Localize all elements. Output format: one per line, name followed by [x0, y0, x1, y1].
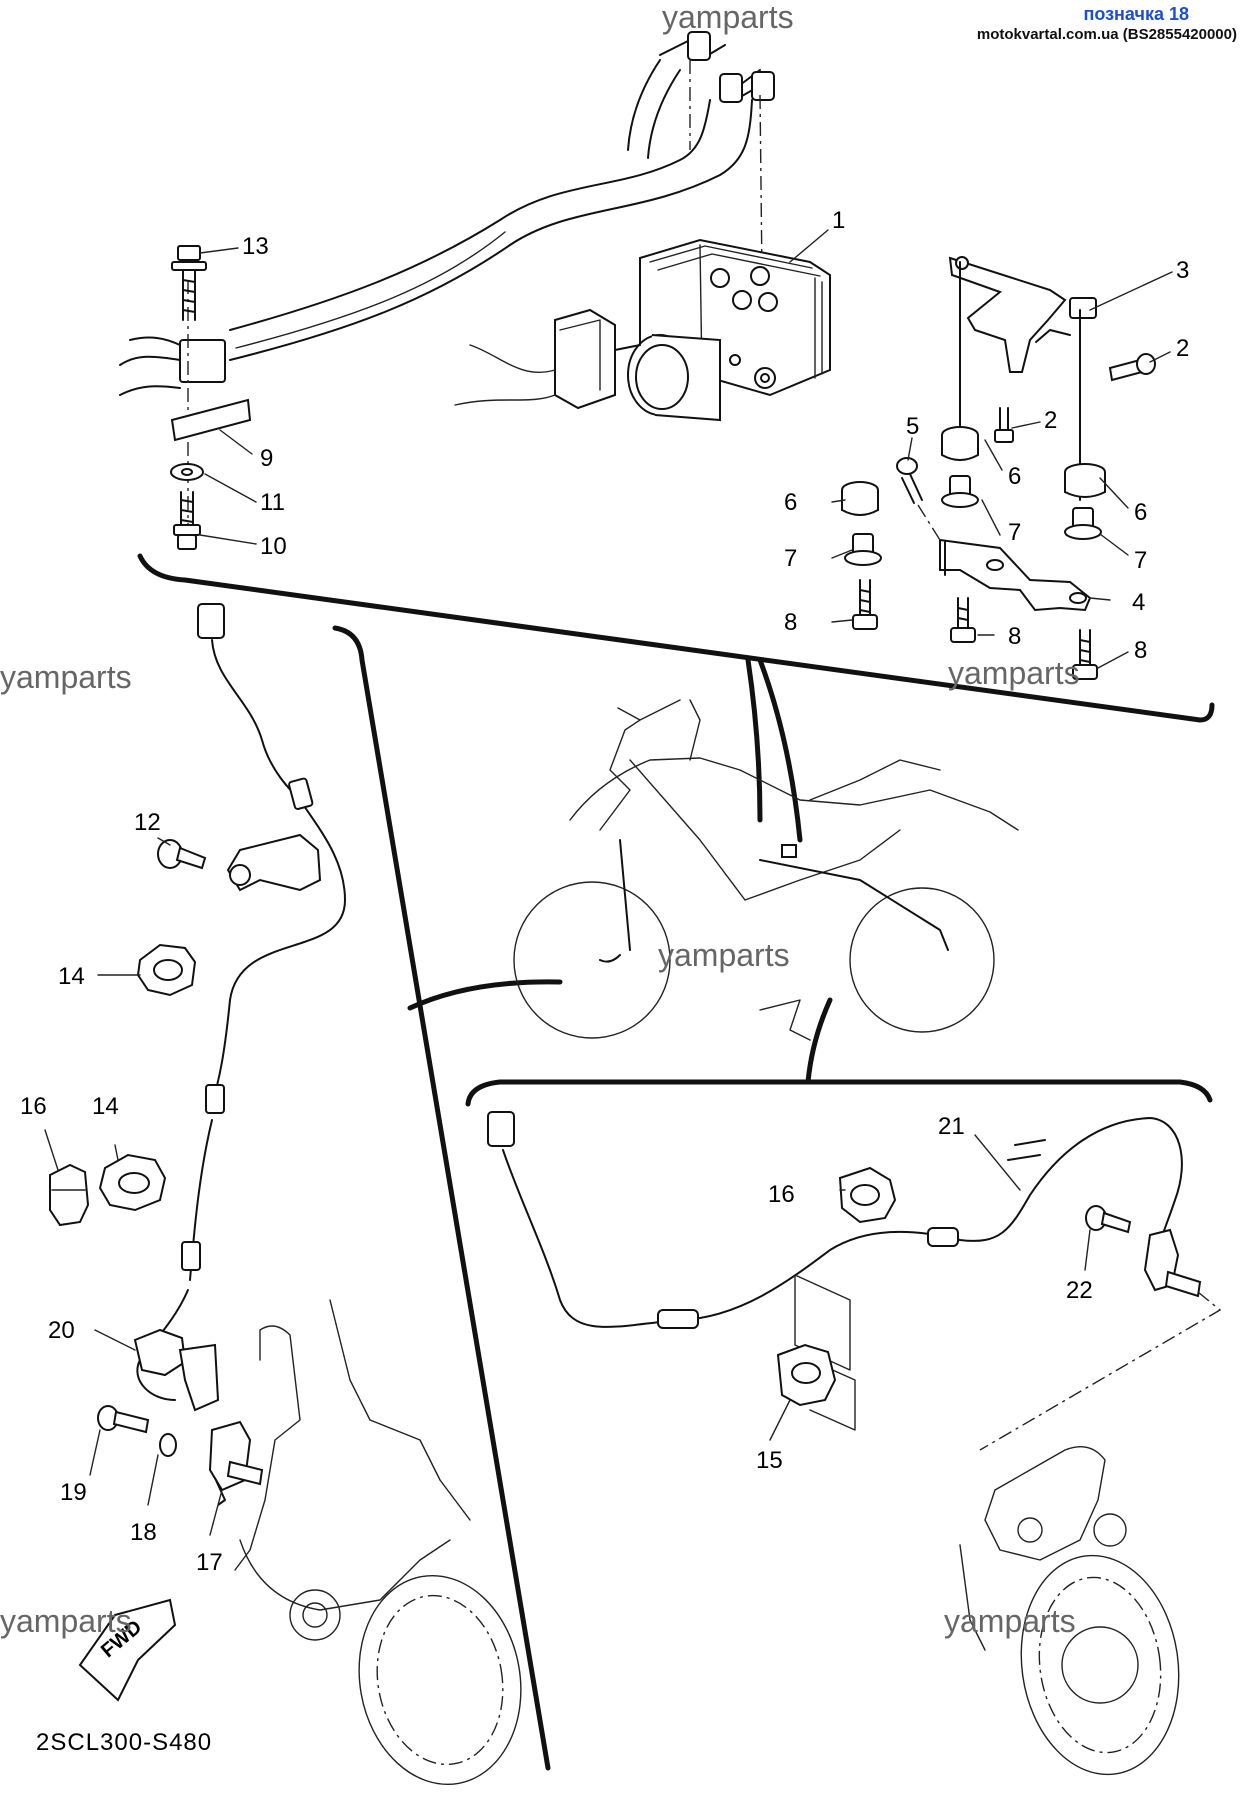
callout-5: 5: [906, 413, 919, 440]
abs-connector: [454, 308, 641, 410]
motorcycle-overview: [513, 699, 1019, 1041]
callout-10: 10: [260, 533, 287, 560]
callout-2-a: 2: [1176, 335, 1189, 362]
clamp-14-b: [98, 1153, 167, 1212]
bracket-3: [948, 256, 1097, 501]
callout-16-b: 16: [768, 1181, 795, 1208]
bolt-19: [97, 1405, 150, 1434]
rear-wheel-sensor-lead: [487, 1111, 1183, 1431]
collar-7: [844, 475, 1102, 566]
damper-6: [841, 426, 1106, 516]
callout-12: 12: [134, 809, 161, 836]
callout-2-b: 2: [1044, 407, 1057, 434]
watermark-top-right: yamparts: [948, 655, 1080, 691]
clamp-14-a: [136, 943, 197, 997]
bolt-2: [994, 353, 1156, 443]
front-wheel-sensor-17: [208, 1420, 264, 1506]
badge-label: позначка 18: [1083, 4, 1189, 24]
callout-19: 19: [60, 1479, 87, 1506]
callout-4: 4: [1132, 589, 1145, 616]
callout-13: 13: [242, 233, 269, 260]
watermark-bottom-right: yamparts: [944, 1603, 1076, 1639]
clip-16-a: [49, 1163, 90, 1227]
watermark-top: yamparts: [662, 0, 794, 35]
callout-3: 3: [1176, 257, 1189, 284]
callout-6-c: 6: [1134, 499, 1147, 526]
callout-20: 20: [48, 1317, 75, 1344]
clip-16-b: [838, 1166, 897, 1224]
callout-6-a: 6: [784, 489, 797, 516]
callout-8-a: 8: [784, 609, 797, 636]
callout-7-b: 7: [1008, 519, 1021, 546]
brake-hose-assembly: [119, 31, 775, 550]
callout-1: 1: [832, 207, 845, 234]
callouts: 1 2 2 3 4 5 6 6 6 7 7 7 8 8 8 9 10 11 12…: [20, 207, 1189, 1576]
watermark-left: yamparts: [0, 659, 132, 695]
callout-7-a: 7: [784, 545, 797, 572]
bolt-10: [173, 491, 201, 550]
watermark-bottom-left: yamparts: [0, 1603, 132, 1639]
callout-18: 18: [130, 1519, 157, 1546]
rear-wheel-sensor: [979, 1205, 1222, 1451]
clamp-20: [133, 1328, 220, 1412]
bolt-5: [896, 457, 941, 541]
callout-21: 21: [938, 1113, 965, 1140]
callout-15: 15: [756, 1447, 783, 1474]
source-label: motokvartal.com.ua (BS2855420000): [976, 26, 1237, 43]
watermark-center: yamparts: [658, 937, 790, 973]
bolt-12: [157, 839, 207, 870]
callout-8-b: 8: [1008, 623, 1021, 650]
callout-14-a: 14: [58, 963, 85, 990]
bolt-8: [852, 579, 1098, 680]
bracket-4: [939, 538, 1092, 612]
sensor-bracket: [226, 833, 322, 892]
callout-22: 22: [1066, 1277, 1093, 1304]
clamp-15: [776, 1343, 837, 1407]
callout-14-b: 14: [92, 1093, 119, 1120]
leader-lines: [44, 229, 1173, 1536]
watermarks: yamparts yamparts yamparts yamparts yamp…: [0, 0, 1080, 1639]
bolt-13: [171, 245, 207, 321]
rear-caliper-and-disc: [959, 1446, 1180, 1776]
front-wheel-sensor-lead: [136, 603, 346, 1401]
callout-7-c: 7: [1134, 547, 1147, 574]
front-fork-and-disc: [234, 1299, 522, 1786]
washer-11: [170, 463, 204, 481]
collar-18: [159, 1433, 177, 1457]
callout-9: 9: [260, 445, 273, 472]
abs-hydraulic-unit: [627, 238, 831, 422]
callout-8-c: 8: [1134, 637, 1147, 664]
callout-17: 17: [196, 1549, 223, 1576]
callout-6-b: 6: [1008, 463, 1021, 490]
diagram-code: 2SCL300-S480: [36, 1729, 212, 1756]
callout-11: 11: [260, 489, 285, 516]
section-frames: [137, 553, 1215, 1771]
callout-16-a: 16: [20, 1093, 47, 1120]
